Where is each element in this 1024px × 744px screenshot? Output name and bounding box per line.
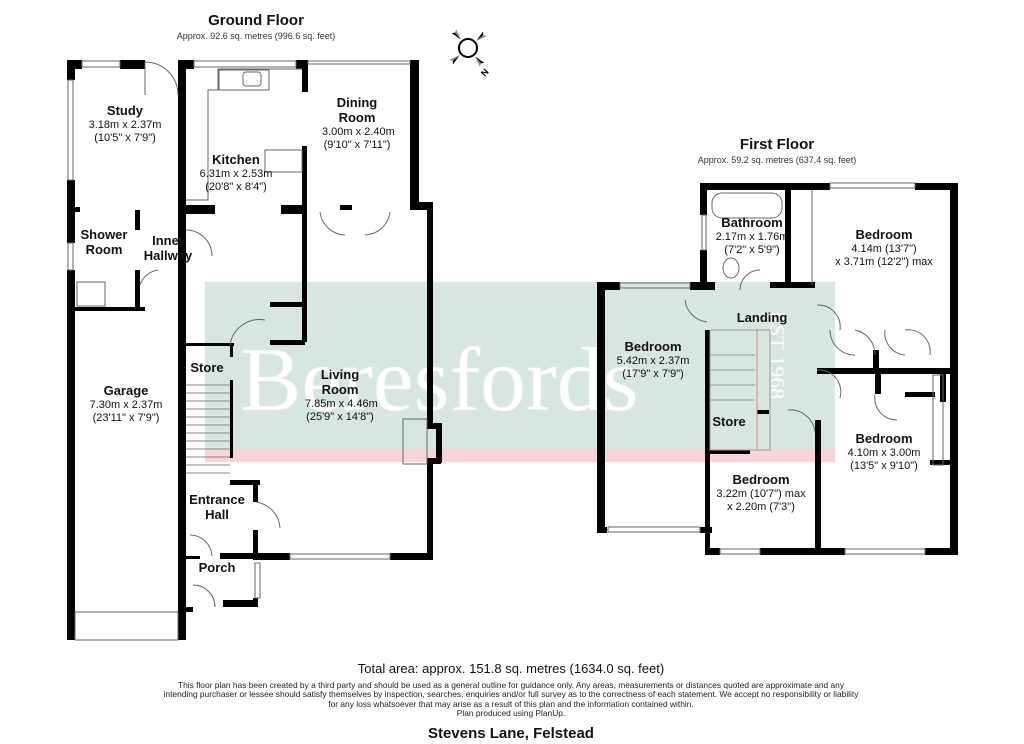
room-dims-metric: 6.31m x 2.53m bbox=[199, 167, 273, 180]
room-dims-imperial: x 3.71m (12'2") max bbox=[835, 255, 933, 268]
disclaimer: This floor plan has been created by a th… bbox=[161, 680, 861, 719]
room-name: Bedroom bbox=[624, 339, 682, 354]
room-name: Study bbox=[106, 103, 144, 118]
room-dims-imperial: (7'2" x 5'9") bbox=[724, 243, 780, 256]
room-store: Store bbox=[190, 360, 224, 375]
room-name: Dining Room bbox=[336, 95, 378, 125]
room-store-first: Store bbox=[712, 414, 746, 429]
disclaimer-text: This floor plan has been created by a th… bbox=[163, 680, 859, 709]
room-name: Living Room bbox=[320, 367, 360, 397]
room-dims-metric: 4.14m (13'7") bbox=[851, 242, 917, 255]
room-dims-metric: 7.30m x 2.37m bbox=[89, 398, 163, 411]
room-dining: Dining Room 3.00m x 2.40m (9'10" x 7'11"… bbox=[322, 95, 395, 151]
room-dims-metric: 3.00m x 2.40m bbox=[322, 125, 395, 138]
room-dims-metric: 5.42m x 2.37m bbox=[616, 354, 690, 367]
room-dims-metric: 7.85m x 4.46m bbox=[305, 397, 378, 410]
room-dims-imperial: (9'10" x 7'11") bbox=[323, 138, 391, 151]
room-bedroom-1: Bedroom 4.14m (13'7") x 3.71m (12'2") ma… bbox=[835, 227, 933, 268]
first-floor-area: Approx. 59.2 sq. metres (637.4 sq. feet) bbox=[697, 155, 857, 165]
room-living: Living Room 7.85m x 4.46m (25'9" x 14'8"… bbox=[305, 367, 378, 423]
room-dims-imperial: (23'11" x 7'9") bbox=[92, 411, 160, 424]
room-dims-metric: 2.17m x 1.76m bbox=[715, 230, 789, 243]
room-name: Bedroom bbox=[855, 227, 913, 242]
room-dims-imperial: (25'9" x 14'8") bbox=[306, 410, 374, 423]
ground-floor-walls bbox=[67, 60, 442, 640]
room-name: Garage bbox=[103, 383, 149, 398]
room-dims-metric: 3.18m x 2.37m bbox=[88, 118, 162, 131]
room-dims-imperial: (10'5" x 7'9") bbox=[94, 131, 156, 144]
room-shower: Shower Room bbox=[80, 227, 128, 257]
ground-floor-area: Approx. 92.6 sq. metres (996.6 sq. feet) bbox=[176, 31, 336, 41]
room-dims-metric: 3.22m (10'7") max bbox=[716, 487, 806, 500]
room-bedroom-2: Bedroom 5.42m x 2.37m (17'9" x 7'9") bbox=[616, 339, 690, 380]
ground-floor-title: Ground Floor bbox=[208, 12, 304, 29]
property-address: Stevens Lane, Felstead bbox=[428, 725, 594, 742]
room-dims-imperial: (17'9" x 7'9") bbox=[622, 367, 684, 380]
room-kitchen: Kitchen 6.31m x 2.53m (20'8" x 8'4") bbox=[199, 152, 273, 193]
room-bedroom-4: Bedroom 3.22m (10'7") max x 2.20m (7'3") bbox=[716, 472, 806, 513]
ground-floor-fixtures bbox=[67, 60, 428, 641]
room-name: Bedroom bbox=[855, 431, 913, 446]
first-floor-fixtures bbox=[607, 182, 944, 555]
room-study: Study 3.18m x 2.37m (10'5" x 7'9") bbox=[88, 103, 162, 144]
room-inner-hallway: Inner Hallway bbox=[143, 233, 193, 263]
room-garage: Garage 7.30m x 2.37m (23'11" x 7'9") bbox=[89, 383, 163, 424]
room-entrance-hall: Entrance Hall bbox=[189, 492, 245, 522]
room-bathroom: Bathroom 2.17m x 1.76m (7'2" x 5'9") bbox=[715, 215, 789, 256]
room-porch: Porch bbox=[198, 560, 236, 575]
compass-north-label: N bbox=[479, 67, 491, 78]
room-landing: Landing bbox=[736, 310, 788, 325]
room-name: Bedroom bbox=[732, 472, 790, 487]
room-name: Kitchen bbox=[212, 152, 260, 167]
room-dims-imperial: (13'5" x 9'10") bbox=[850, 459, 918, 472]
produced-by: Plan produced using PlanUp. bbox=[456, 708, 566, 719]
room-dims-imperial: x 2.20m (7'3") bbox=[727, 500, 795, 513]
compass-icon bbox=[449, 29, 487, 67]
first-floor-title: First Floor bbox=[739, 136, 815, 153]
total-area: Total area: approx. 151.8 sq. metres (16… bbox=[357, 661, 665, 676]
room-bedroom-3: Bedroom 4.10m x 3.00m (13'5" x 9'10") bbox=[847, 431, 921, 472]
room-dims-metric: 4.10m x 3.00m bbox=[847, 446, 921, 459]
room-name: Bathroom bbox=[721, 215, 783, 230]
room-dims-imperial: (20'8" x 8'4") bbox=[205, 180, 267, 193]
